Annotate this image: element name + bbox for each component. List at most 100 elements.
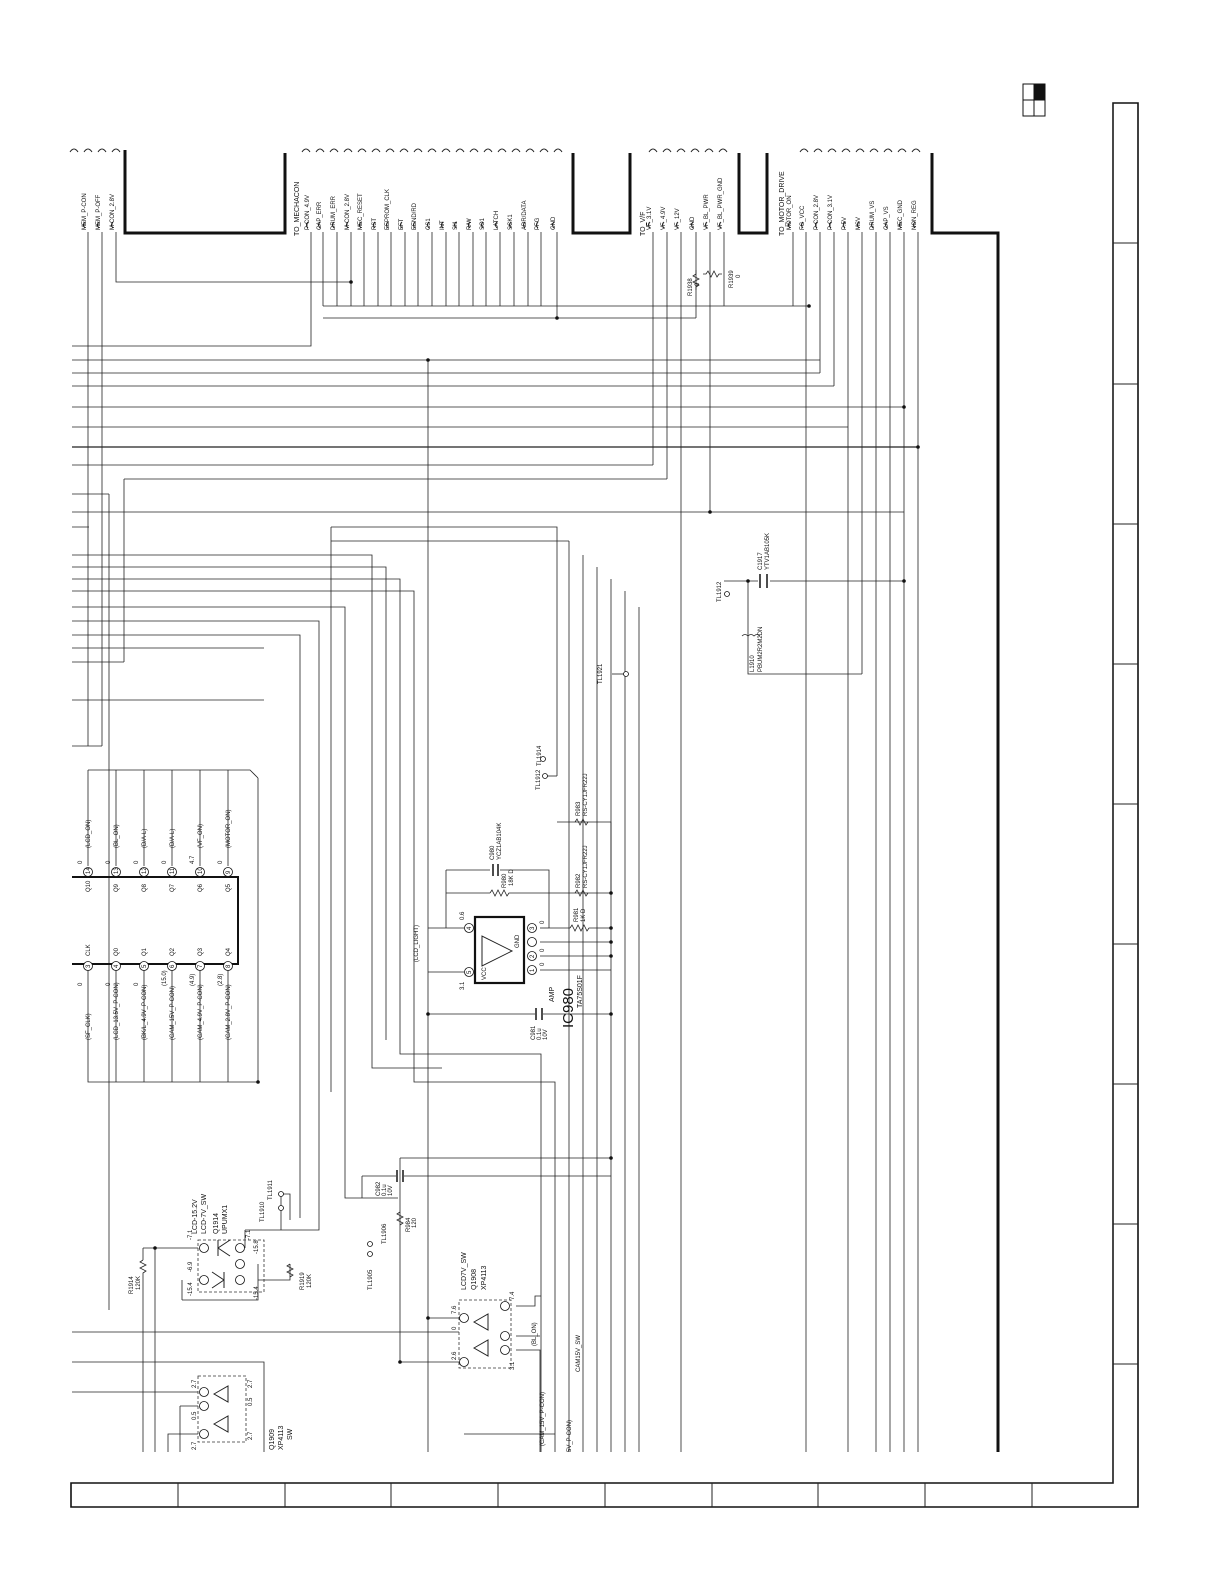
connector-pin-icon [481,221,484,229]
connector-pin-icon [111,221,114,229]
board-outline [123,150,1000,1452]
connector-pin-icon [871,221,874,229]
connector-socket-icon [301,148,311,153]
ic-pin-label: Q6 [198,883,204,892]
connector-pin-label: MSV [856,217,862,230]
connector-pin-icon [885,221,888,229]
testpoint-tl1912b: TL1912 [536,769,548,790]
svg-text:-7.1: -7.1 [188,1229,194,1240]
svg-text:3.1: 3.1 [510,1361,516,1370]
svg-text:0: 0 [736,274,742,278]
connector-pin-label: ADR/DATA [522,201,528,230]
svg-text:0.5: 0.5 [248,1397,254,1406]
capacitor-c1917: C1917 YTV1AB105K [758,533,771,588]
connector-pin-icon [536,221,539,229]
ic-pin-label: 4.7 [190,855,196,864]
connector-socket-icon [371,148,381,153]
ic-pin-label: Q1 [142,947,148,956]
svg-text:YTV1AB105K: YTV1AB105K [765,533,771,570]
connector-pin-icon [913,221,916,229]
svg-text:C981: C981 [531,1025,537,1040]
svg-text:LCD-15.2V: LCD-15.2V [192,1199,199,1234]
svg-text:2.6: 2.6 [452,1351,458,1360]
connector-socket-icon [357,148,367,153]
connector-pin-icon [899,221,902,229]
connector-socket-icon [648,148,658,153]
ic-pin-label: (LCD_ON) [86,820,92,848]
ic-pin-icon [139,867,149,877]
svg-text:TL1912: TL1912 [536,769,542,790]
svg-text:0.5: 0.5 [192,1411,198,1420]
connector-pin-icon [676,221,679,229]
svg-text:3: 3 [530,926,536,930]
connector-pin-icon [413,221,416,229]
svg-text:TL1910: TL1910 [260,1201,266,1222]
svg-text:7.6: 7.6 [452,1305,458,1314]
ic-pin-label: 5 [142,964,148,968]
svg-text:AMP: AMP [549,987,556,1003]
ic980-opamp: GND VCC 4 5 3 2 1 0.6 0 0 0 3.1 (LCD_LIG… [414,911,584,1028]
svg-text:Q1914: Q1914 [213,1213,220,1234]
connector-pin-icon [318,221,321,229]
connector-pin-icon [829,221,832,229]
svg-text:TL1914: TL1914 [537,745,543,766]
connector-pin-icon [857,221,860,229]
svg-text:R982: R982 [576,873,582,888]
ic-pin-label: 4 [114,964,120,968]
connector-pin-label: PFG [535,217,541,230]
ic-pin-icon [139,961,149,971]
connector-pin-icon [801,221,804,229]
ic-pin-label: (15.0) [162,970,168,986]
connector-pin-icon [332,221,335,229]
ic-pin-label: (2.8) [218,974,224,986]
connector-pin-label: SCK1 [508,214,514,230]
connector-pin-label: P:5V [842,217,848,230]
ic-pin-label: Q0 [114,947,120,956]
ic-pin-label: 10 [198,867,204,874]
svg-text:TO_MECHACON: TO_MECHACON [294,182,301,236]
connector-socket-icon [869,148,879,153]
connector-socket-icon [399,148,409,153]
connector-pin-label: M-CON_2.8V [110,194,116,230]
ic-pin-icon [83,961,93,971]
connector-pin-label: P-CON_3.1V [828,195,834,230]
connector-pin-label: LATCH [494,211,500,230]
svg-text:4: 4 [467,926,473,930]
ic-pin-label: 12 [142,867,148,874]
svg-text:5V_P-CON): 5V_P-CON) [567,1420,573,1452]
connector-pin-icon [83,221,86,229]
inductor-l1910: L1910 PBUM2R2M2DN [741,627,764,672]
svg-text:TL1921: TL1921 [598,663,604,684]
connector-socket-icon [799,148,809,153]
ic-pin-label: 0 [218,860,224,864]
svg-text:TO_MOTOR_DRIVE: TO_MOTOR_DRIVE [779,171,786,236]
connector-pin-label: EEPROM_CLK [385,189,391,230]
ic-pin-icon [83,867,93,877]
svg-text:C1917: C1917 [758,552,764,570]
junctions [153,280,920,1364]
connector-socket-icon [662,148,672,153]
testpoint-tl1910: TL1910 [260,1201,284,1222]
svg-text:0.1u: 0.1u [382,1184,388,1196]
connector-pin-icon [788,221,791,229]
resistor-r982: R982 RS-CY1JFR22J [574,845,589,897]
connector-pin-icon [359,221,362,229]
connector-pin-icon [523,221,526,229]
ic-pin-label: 0 [134,982,140,986]
connector-socket-icon [83,148,93,153]
svg-text:120K: 120K [307,1274,313,1288]
svg-text:TL1911: TL1911 [268,1179,274,1200]
ic-pin-label: Q3 [198,947,204,956]
connector-socket-icon [483,148,493,153]
svg-text:10V: 10V [543,1029,549,1040]
svg-text:10V: 10V [388,1185,394,1196]
connector-pin-label: CS1 [426,218,432,230]
connector-pin-label: VF_BL_PWR_GND [718,177,724,230]
testpoint-tl1914: TL1914 [537,745,546,766]
connector-pin-label: FG_VCC [800,205,806,230]
svg-text:(BL_ON): (BL_ON) [532,1322,538,1346]
ic-pin-label: CLK [86,944,92,956]
testpoint-tl1905: TL1905 [367,1241,374,1290]
